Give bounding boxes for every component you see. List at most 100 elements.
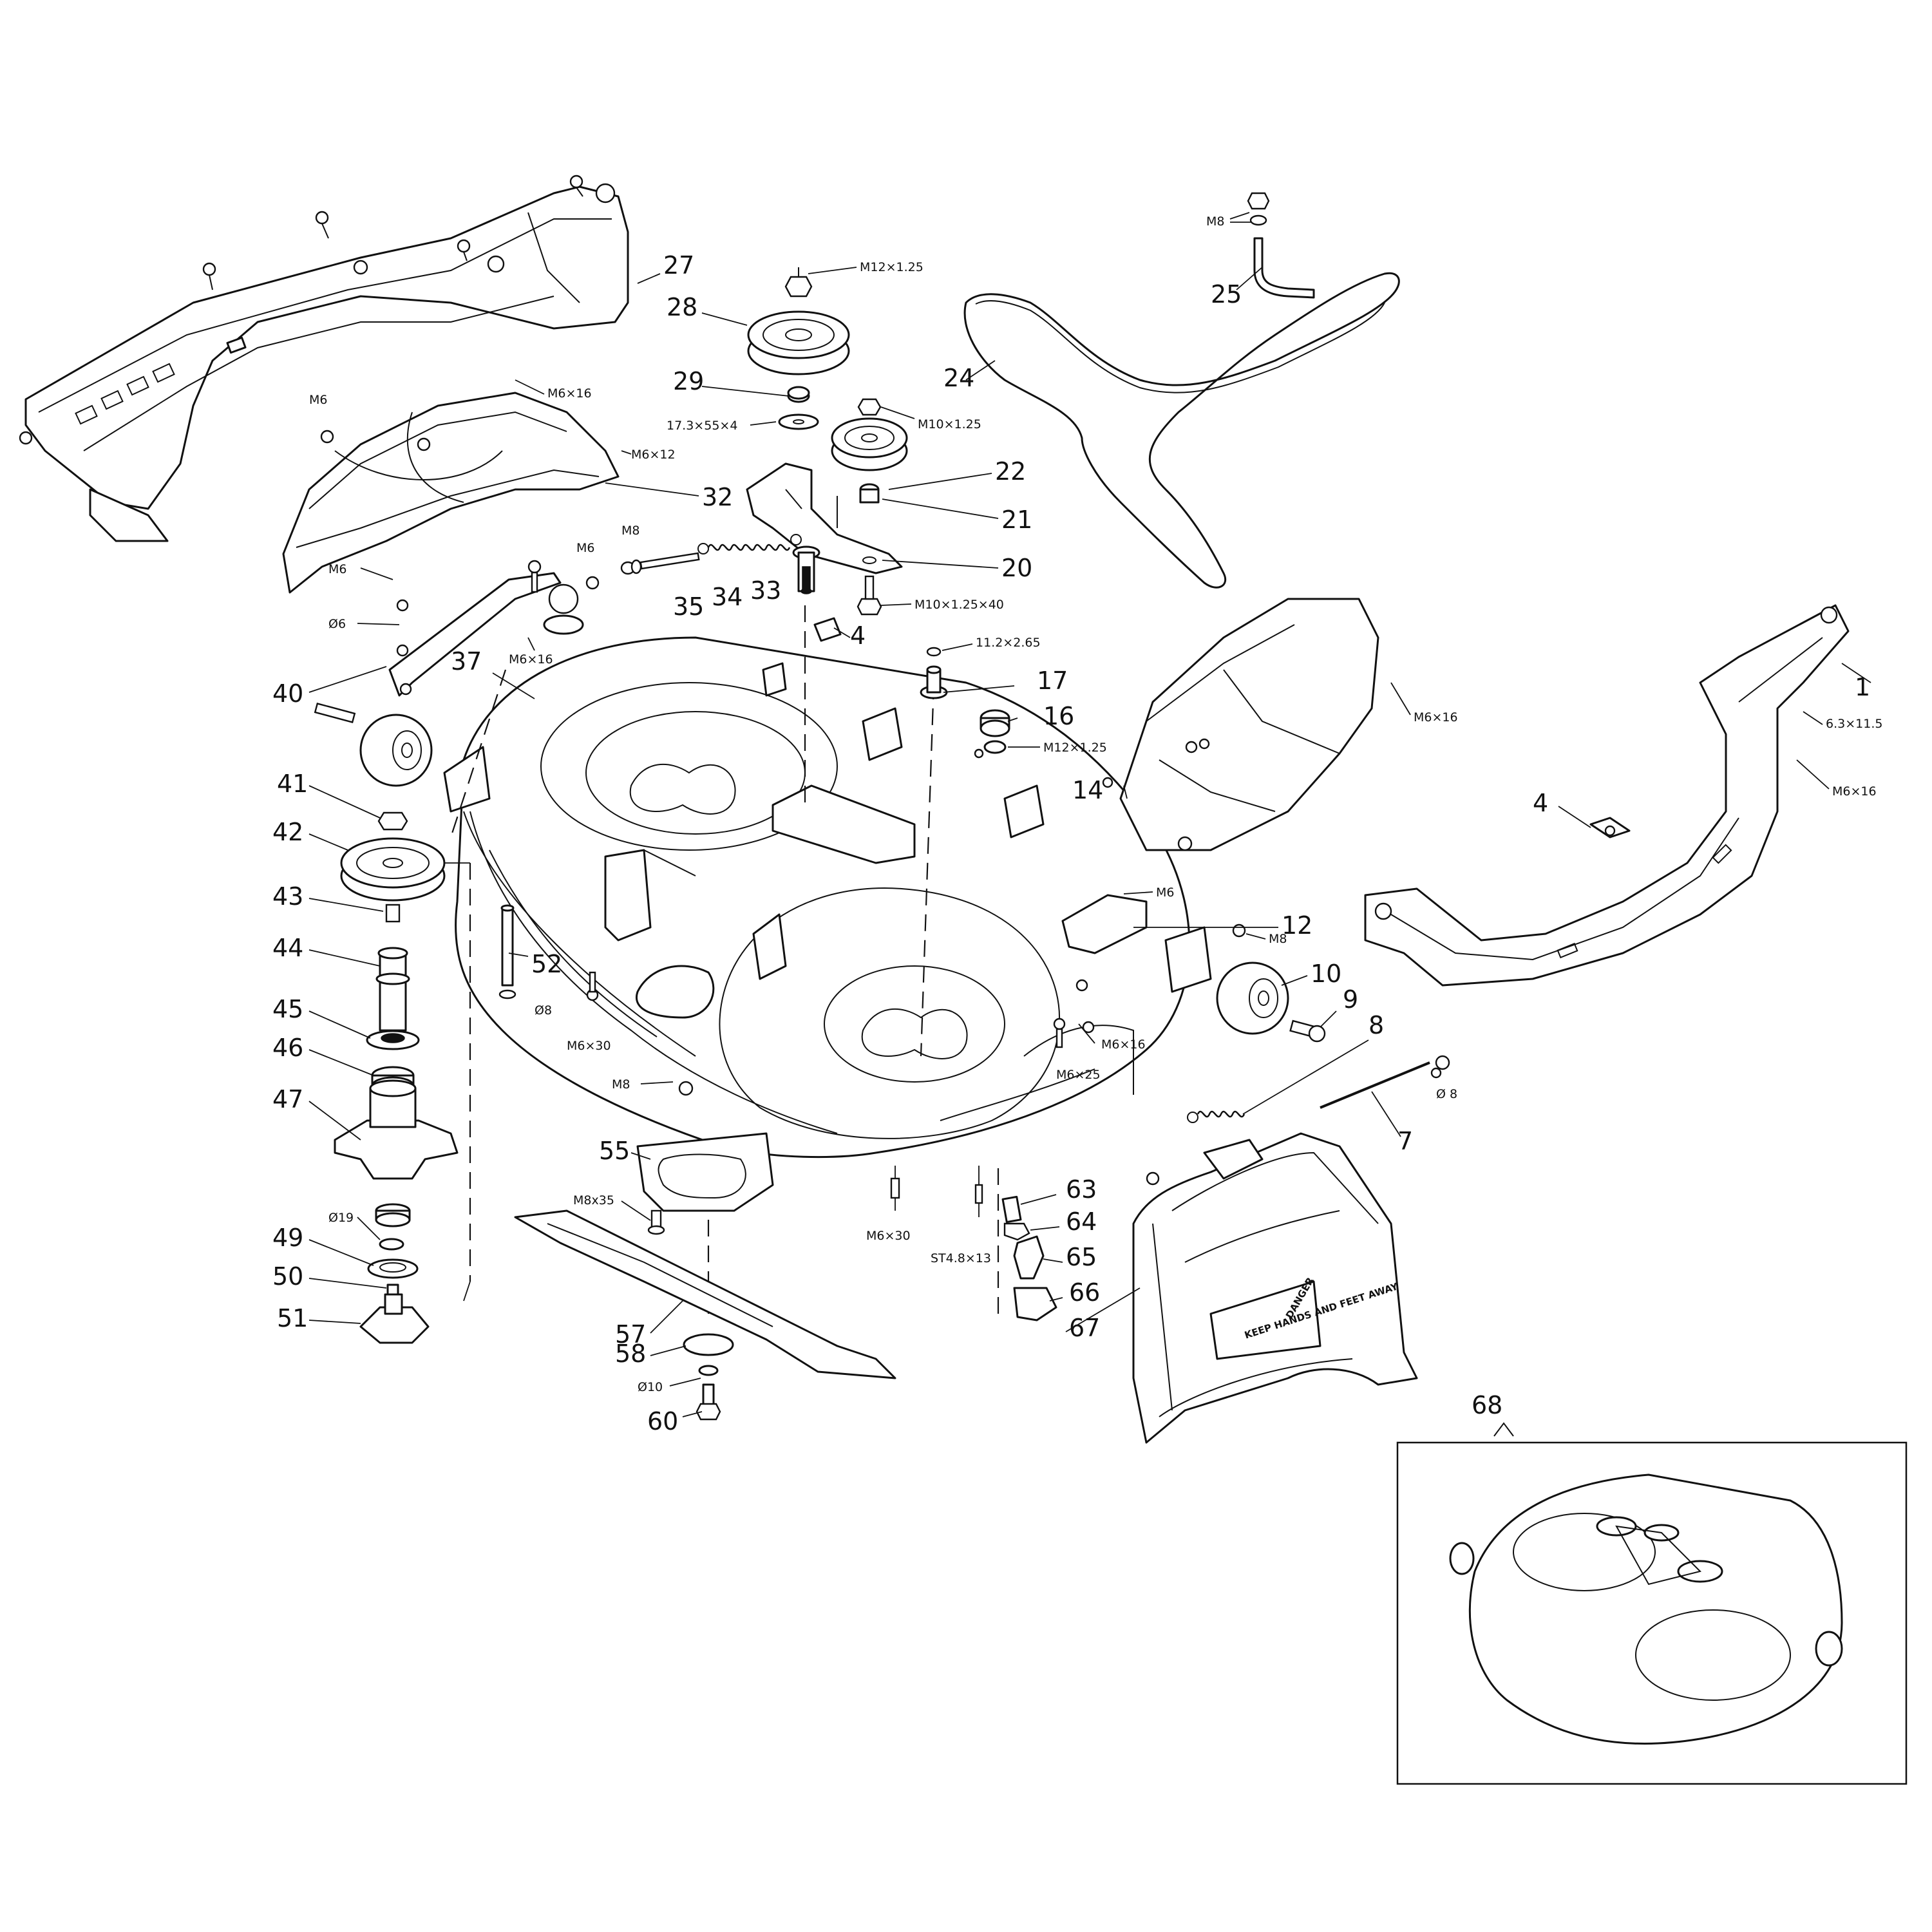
- callout-22: 22: [995, 457, 1026, 486]
- part-4-clip-center: [813, 617, 842, 642]
- callout-64: 64: [1066, 1208, 1097, 1236]
- callout-25: 25: [1211, 280, 1242, 308]
- callout-16: 16: [1043, 702, 1074, 730]
- callout-20: 20: [1001, 554, 1032, 582]
- spec-d8-52: Ø8: [535, 1003, 552, 1018]
- callout-49: 49: [272, 1224, 303, 1252]
- callout-55: 55: [599, 1137, 630, 1165]
- callout-21: 21: [1001, 506, 1032, 534]
- callout-66: 66: [1069, 1278, 1100, 1307]
- part-22-pulley: [831, 398, 908, 504]
- callout-45: 45: [272, 995, 303, 1023]
- part-37-mower-deck: [443, 636, 1212, 1159]
- callout-12: 12: [1282, 911, 1312, 940]
- callout-7: 7: [1397, 1127, 1413, 1155]
- part-wheel-left: [314, 703, 433, 787]
- callout-47: 47: [272, 1085, 303, 1113]
- callout-17: 17: [1037, 667, 1068, 695]
- part-43-44-spindle-shaft: [375, 904, 410, 1032]
- spec-d10: Ø10: [638, 1380, 663, 1394]
- spec-m6x16-32: M6×16: [547, 386, 592, 401]
- spec-m8x35: M8x35: [573, 1193, 614, 1208]
- callout-10: 10: [1311, 960, 1341, 988]
- part-7-rod: [1320, 1055, 1450, 1109]
- part-29-spacer: [778, 386, 819, 430]
- callout-numbers: 1 4 4 7 8 9 10 12 14 16 17 20 21 22 24 2…: [272, 251, 1870, 1435]
- callout-35: 35: [673, 592, 704, 621]
- part-47-spindle-housing: [334, 1079, 459, 1180]
- callout-50: 50: [272, 1262, 303, 1291]
- spec-m6-32: M6: [309, 393, 327, 407]
- spec-m6x30-52: M6×30: [567, 1039, 611, 1053]
- callout-60: 60: [647, 1407, 678, 1435]
- callout-52: 52: [531, 950, 562, 978]
- callout-1: 1: [1855, 673, 1870, 701]
- part-20-idler-arm: [746, 462, 903, 574]
- spec-m6x30-deck: M6×30: [866, 1229, 911, 1243]
- callout-40: 40: [272, 679, 303, 708]
- callout-37: 37: [451, 647, 482, 676]
- spec-m6-33: M6: [576, 541, 594, 555]
- deck-fasteners: [396, 560, 1210, 1204]
- part-27-fasteners: [19, 175, 583, 445]
- spec-d19: Ø19: [328, 1211, 354, 1225]
- part-68-assembly-inset: [1396, 1422, 1908, 1785]
- callout-4-right: 4: [1533, 789, 1548, 817]
- spec-m10x40: M10×1.25×40: [914, 598, 1004, 612]
- callout-34: 34: [712, 583, 743, 611]
- spec-m8-55: M8: [612, 1077, 630, 1092]
- part-41-spindle-nut: [377, 811, 408, 831]
- spec-d6-40: Ø6: [328, 617, 346, 631]
- spec-bolt-1: 6.3×11.5: [1826, 717, 1882, 731]
- callout-41: 41: [277, 770, 308, 798]
- callout-8: 8: [1368, 1011, 1384, 1039]
- part-25-belt-guide: [1247, 192, 1315, 299]
- spec-m8-12: M8: [1269, 932, 1287, 946]
- spec-m12-top: M12×1.25: [860, 260, 923, 274]
- spec-m6-40: M6: [328, 562, 346, 576]
- callout-58: 58: [615, 1340, 646, 1368]
- part-1-right-hanger-bracket: [1364, 604, 1850, 987]
- part-67-discharge-chute: KEEP HANDS AND FEET AWAY DANGER: [1132, 1132, 1418, 1444]
- callout-33: 33: [750, 576, 781, 605]
- part-4-clip-right: [1589, 817, 1631, 838]
- callout-32: 32: [702, 483, 733, 511]
- part-14-right-belt-cover: [1119, 598, 1379, 851]
- part-9-wheel-bolt: [1289, 1019, 1326, 1043]
- part-48-lower-bearing: [375, 1203, 411, 1227]
- callout-42: 42: [272, 818, 303, 846]
- callout-46: 46: [272, 1034, 303, 1062]
- callout-24: 24: [943, 364, 974, 392]
- callout-65: 65: [1066, 1243, 1097, 1271]
- spec-m6x16-40: M6×16: [509, 652, 553, 667]
- part-51-blade-adapter: [359, 1293, 430, 1344]
- part-58-60-blade-bolt: [683, 1333, 734, 1421]
- spec-washer-29: 17.3×55×4: [667, 419, 737, 433]
- part-63-66-latch: [1001, 1195, 1057, 1321]
- callout-63: 63: [1066, 1175, 1097, 1204]
- part-8-spring: [1187, 1110, 1245, 1123]
- spec-m12-16: M12×1.25: [1043, 741, 1107, 755]
- assembly-guide-lines: [444, 605, 999, 1314]
- spec-m6x25: M6×25: [1056, 1068, 1101, 1082]
- callout-44: 44: [272, 934, 303, 962]
- callout-51: 51: [277, 1304, 308, 1332]
- callout-27: 27: [663, 251, 694, 279]
- part-32-belt-cover: [282, 392, 620, 594]
- part-28-idler-pulley: [747, 267, 850, 375]
- spec-m6x16-14: M6×16: [1414, 710, 1458, 724]
- part-10-right-wheel: [1216, 961, 1289, 1035]
- part-24-drive-belt: [963, 272, 1400, 589]
- spec-st48: ST4.8×13: [931, 1251, 991, 1265]
- part-49-50-washers: [367, 1238, 419, 1296]
- part-16-bushing: [980, 709, 1010, 754]
- part-57-mower-blade: [514, 1209, 896, 1379]
- callout-14: 14: [1072, 776, 1103, 804]
- part-42-spindle-pulley: [340, 837, 446, 902]
- bolt-m8x35: [647, 1209, 665, 1235]
- part-33-pivot-stud: [792, 545, 820, 594]
- spec-m10-22: M10×1.25: [918, 417, 981, 431]
- callout-29: 29: [673, 367, 704, 395]
- spec-m8-35: M8: [621, 524, 639, 538]
